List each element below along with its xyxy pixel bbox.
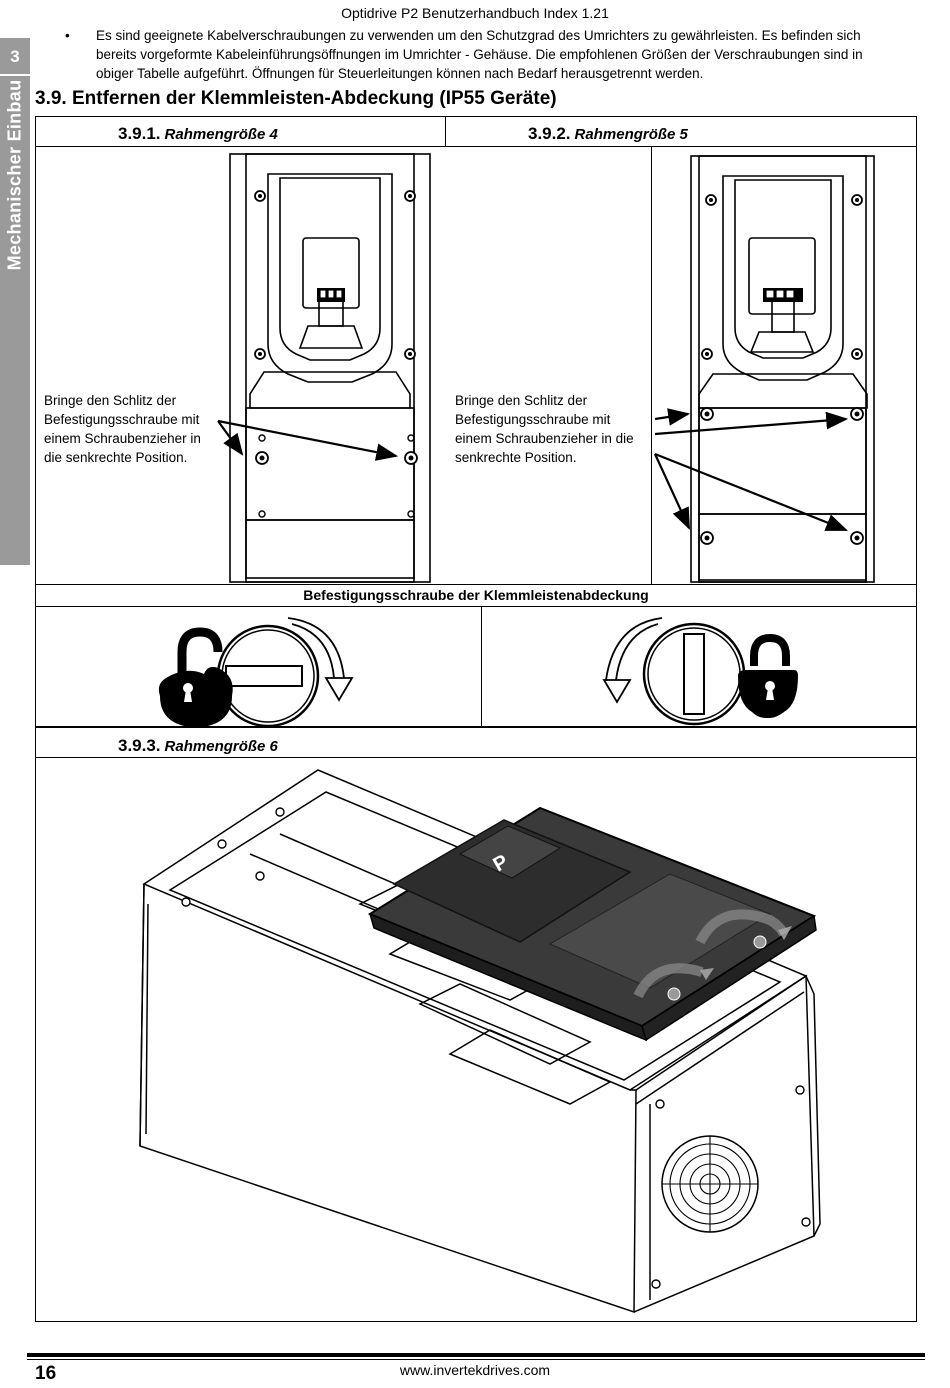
table-rule — [35, 146, 917, 147]
frame5-name: Rahmengröße 5 — [574, 126, 688, 143]
footer-rule — [27, 1359, 925, 1360]
table-rule — [651, 146, 652, 584]
frame6-drive-drawing: P — [139, 769, 821, 1314]
figure-table — [35, 116, 917, 727]
page-number: 16 — [35, 1363, 57, 1384]
frame4-caption: Bringe den Schlitz der Befestigungsschra… — [44, 393, 201, 465]
chapter-number: 3 — [0, 40, 30, 76]
chapter-tab — [0, 38, 30, 565]
frame4-drive-drawing — [229, 153, 431, 583]
frame6-name: Rahmengröße 6 — [164, 738, 278, 755]
frame5-heading: 3.9.2.Rahmengröße 5 — [528, 124, 688, 144]
screw-label: Befestigungsschraube der Klemmleistenabd… — [303, 587, 649, 603]
frame5-caption: Bringe den Schlitz der Befestigungsschra… — [455, 393, 634, 465]
frame4-name: Rahmengröße 4 — [164, 126, 278, 143]
frame6-number: 3.9.3. — [118, 736, 161, 755]
section-title: 3.9. Entfernen der Klemmleisten-Abdeckun… — [35, 88, 557, 109]
intro-text: Es sind geeignete Kabelverschraubungen z… — [96, 28, 863, 81]
bullet-dot: • — [65, 28, 70, 43]
table-rule — [481, 606, 482, 727]
footer-rule — [27, 1353, 925, 1357]
table-rule — [35, 606, 917, 607]
frame5-number: 3.9.2. — [528, 124, 571, 143]
frame6-heading: 3.9.3.Rahmengröße 6 — [118, 736, 278, 756]
frame4-pointer-arrows — [217, 408, 849, 532]
page-header: Optidrive P2 Benutzerhandbuch Index 1.21 — [341, 5, 609, 21]
frame4-number: 3.9.1. — [118, 124, 161, 143]
frame5-drive-drawing — [690, 155, 875, 583]
frame4-heading: 3.9.1.Rahmengröße 4 — [118, 124, 278, 144]
intro-bullet: • Es sind geeignete Kabelverschraubungen… — [63, 26, 903, 83]
table-rule — [35, 757, 917, 758]
frame6-figure-box — [35, 727, 917, 1322]
footer-url: www.invertekdrives.com — [399, 1362, 551, 1378]
lock-icon — [602, 617, 798, 726]
unlock-icon — [158, 617, 354, 728]
table-rule — [35, 584, 917, 585]
table-rule — [445, 116, 446, 146]
